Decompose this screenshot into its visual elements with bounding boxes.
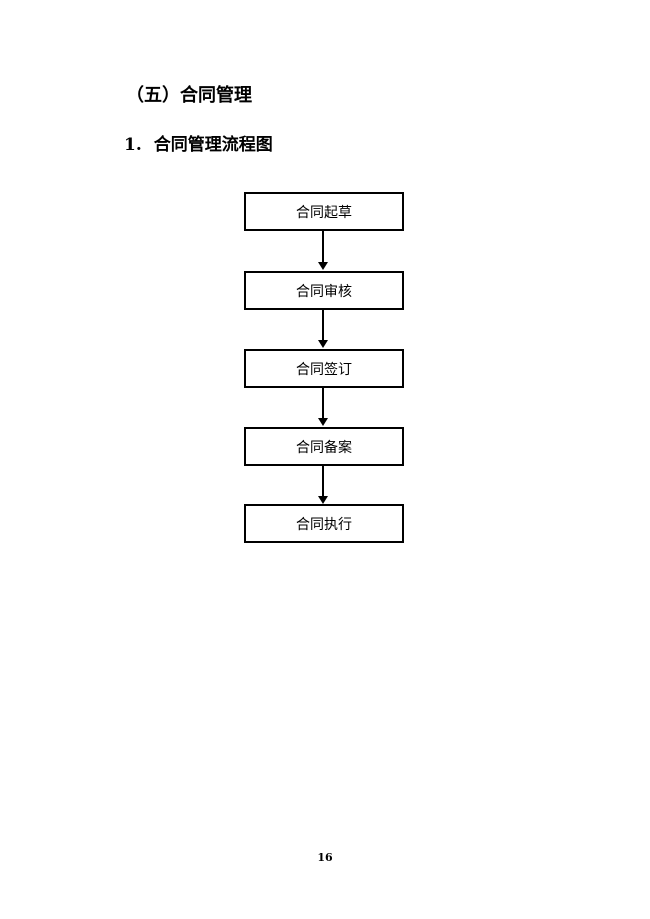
flow-connector-line	[322, 310, 324, 340]
flow-step-review: 合同审核	[244, 271, 404, 310]
arrow-down-icon	[318, 418, 328, 426]
section-heading: （五）合同管理	[126, 85, 252, 106]
subsection-number: 1.	[124, 135, 142, 155]
arrow-down-icon	[318, 340, 328, 348]
flow-connector-line	[322, 231, 324, 262]
flow-connector-line	[322, 388, 324, 418]
page-number: 16	[317, 851, 333, 864]
flow-connector-line	[322, 466, 324, 496]
arrow-down-icon	[318, 496, 328, 504]
subsection-title: 合同管理流程图	[153, 135, 273, 155]
flow-step-sign: 合同签订	[244, 349, 404, 388]
flow-step-execute: 合同执行	[244, 504, 404, 543]
arrow-down-icon	[318, 262, 328, 270]
subsection-heading: 1. 合同管理流程图	[124, 133, 273, 157]
flow-step-file: 合同备案	[244, 427, 404, 466]
flow-step-draft: 合同起草	[244, 192, 404, 231]
